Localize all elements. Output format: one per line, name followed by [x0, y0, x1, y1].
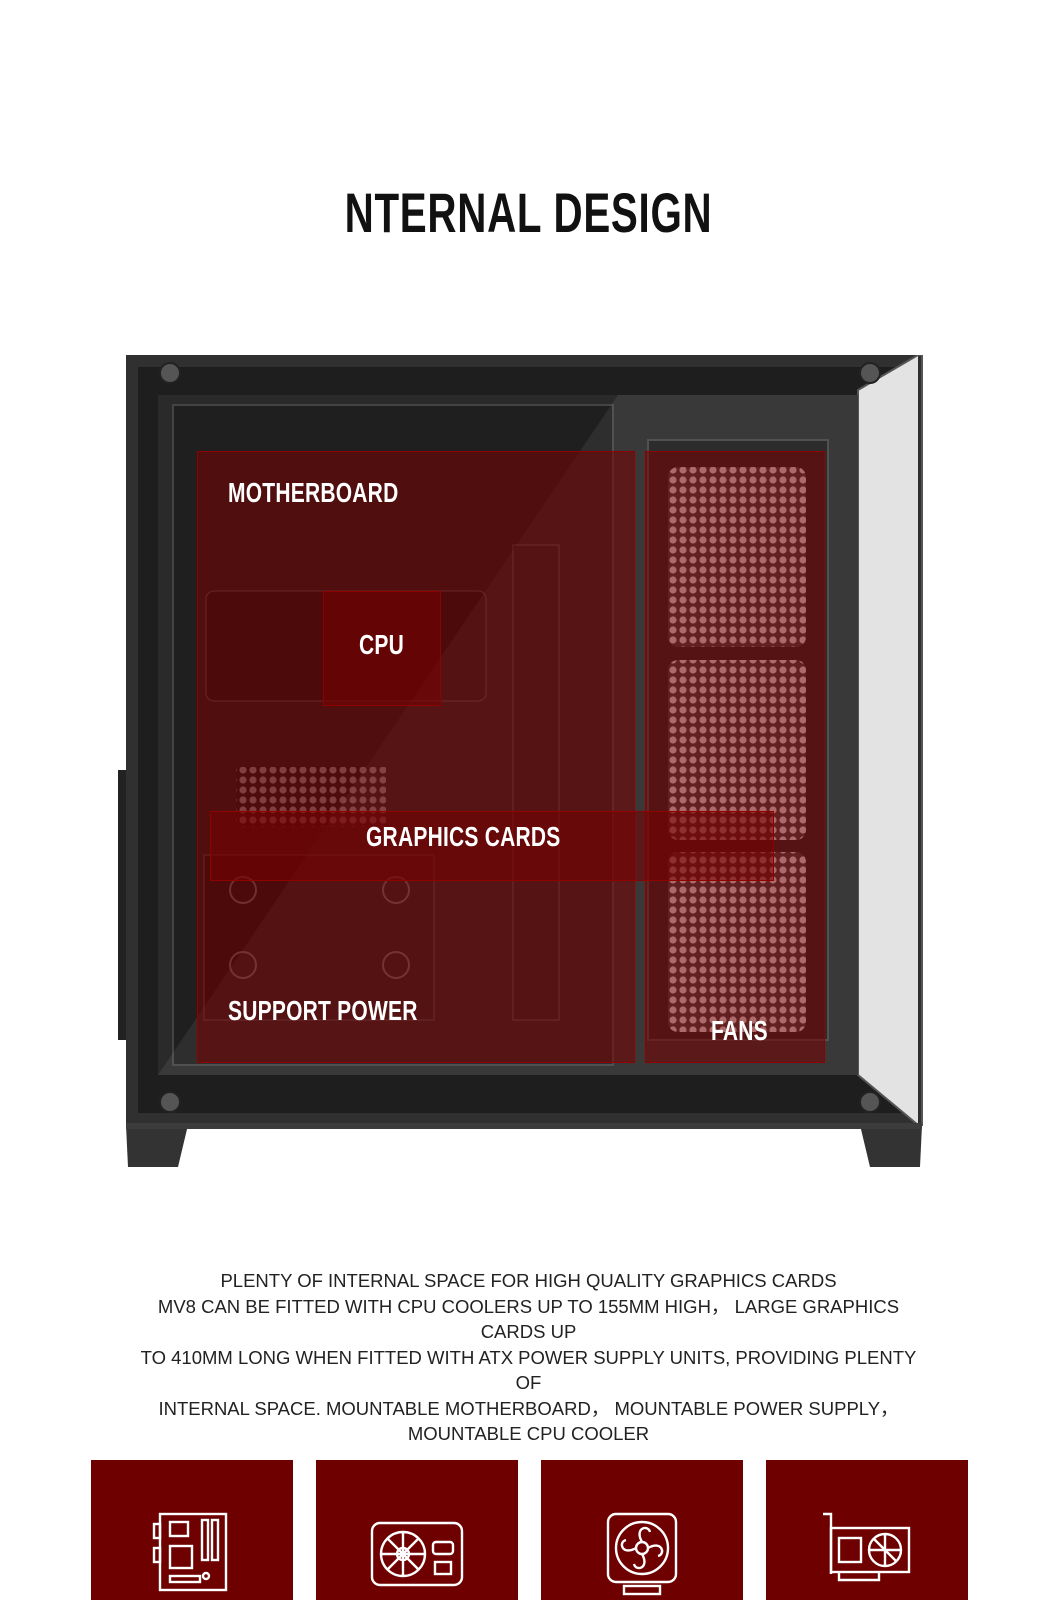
description-line: MV8 CAN BE FITTED WITH CPU COOLERS UP TO… — [157, 1295, 900, 1343]
graphics-card-icon — [823, 1512, 911, 1582]
power-supply-tile — [316, 1460, 518, 1600]
support-power-label: SUPPORT POWER — [228, 995, 418, 1026]
fans-zone — [645, 451, 825, 1063]
description: PLENTY OF INTERNAL SPACE FOR HIGH QUALIT… — [130, 1268, 927, 1447]
feature-tiles — [91, 1460, 968, 1600]
description-heading: PLENTY OF INTERNAL SPACE FOR HIGH QUALIT… — [220, 1270, 837, 1291]
motherboard-zone — [197, 451, 635, 1063]
page-title: NTERNAL DESIGN — [344, 181, 713, 244]
motherboard-icon — [152, 1512, 228, 1592]
description-line: INTERNAL SPACE. MOUNTABLE MOTHERBOARD， M… — [158, 1397, 899, 1419]
cpu-zone — [323, 591, 441, 706]
motherboard-tile — [91, 1460, 293, 1600]
fans-label: FANS — [711, 1015, 768, 1046]
graphics-card-tile — [766, 1460, 968, 1600]
cpu-cooler-tile — [541, 1460, 743, 1600]
pc-case-illustration: MOTHERBOARD CPU GRAPHICS CARDS SUPPORT P… — [118, 355, 938, 1195]
cpu-label: CPU — [359, 629, 405, 660]
graphics-cards-zone — [210, 811, 774, 881]
cpu-cooler-icon — [606, 1512, 678, 1596]
power-supply-icon — [370, 1521, 464, 1587]
description-line: MOUNTABLE CPU COOLER — [407, 1423, 650, 1444]
motherboard-label: MOTHERBOARD — [228, 477, 399, 508]
description-line: TO 410MM LONG WHEN FITTED WITH ATX POWER… — [140, 1346, 917, 1394]
graphics-cards-label: GRAPHICS CARDS — [366, 821, 561, 852]
